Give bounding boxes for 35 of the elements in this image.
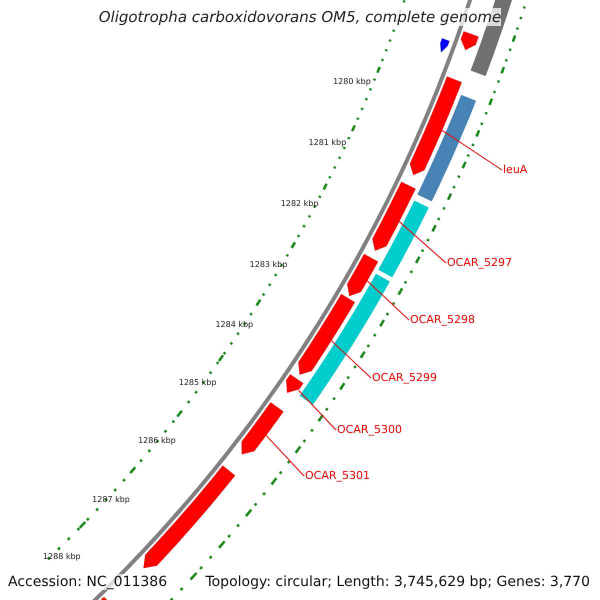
gene-block: [372, 182, 416, 251]
gene-block: [347, 254, 378, 296]
gene-block: [460, 31, 479, 50]
scale-label: 1283 kbp: [250, 260, 288, 269]
gene-label: OCAR_5301: [305, 469, 370, 482]
gene-label: OCAR_5299: [372, 371, 438, 384]
scale-label: 1285 kbp: [178, 378, 216, 387]
leader-line: [266, 434, 304, 476]
gene-label: OCAR_5300: [337, 423, 402, 436]
gene-block: [378, 200, 429, 278]
scale-label: 1288 kbp: [42, 552, 81, 561]
leader-line: [330, 340, 372, 378]
accession-text: Accession: NC_011386: [8, 574, 168, 590]
scale-label: 1282 kbp: [280, 199, 318, 208]
scale-label: 1280 kbp: [333, 77, 371, 86]
leader-line: [398, 221, 446, 264]
genome-stats-text: Topology: circular; Length: 3,745,629 bp; Genes: 3,770: [205, 574, 590, 590]
scale-label: 1286 kbp: [138, 436, 176, 445]
scale-label: 1284 kbp: [215, 320, 254, 329]
gene-label: OCAR_5297: [447, 256, 512, 269]
feature-marker: [440, 38, 450, 52]
leader-line: [442, 130, 502, 170]
gene-block: [410, 76, 462, 176]
leader-line: [298, 390, 336, 430]
genome-title: Oligotropha carboxidovorans OM5, complete genome: [98, 8, 502, 26]
gene-label: OCAR_5298: [410, 313, 476, 326]
gene-block: [298, 294, 355, 375]
gene-block: [143, 466, 236, 568]
gene-block: [286, 374, 304, 393]
gene-block: [242, 402, 284, 454]
scale-label: 1281 kbp: [308, 138, 346, 147]
gene-label: leuA: [503, 163, 528, 176]
gene-block: [417, 94, 476, 202]
leader-line: [366, 280, 410, 320]
scale-label: 1287 kbp: [92, 495, 130, 504]
